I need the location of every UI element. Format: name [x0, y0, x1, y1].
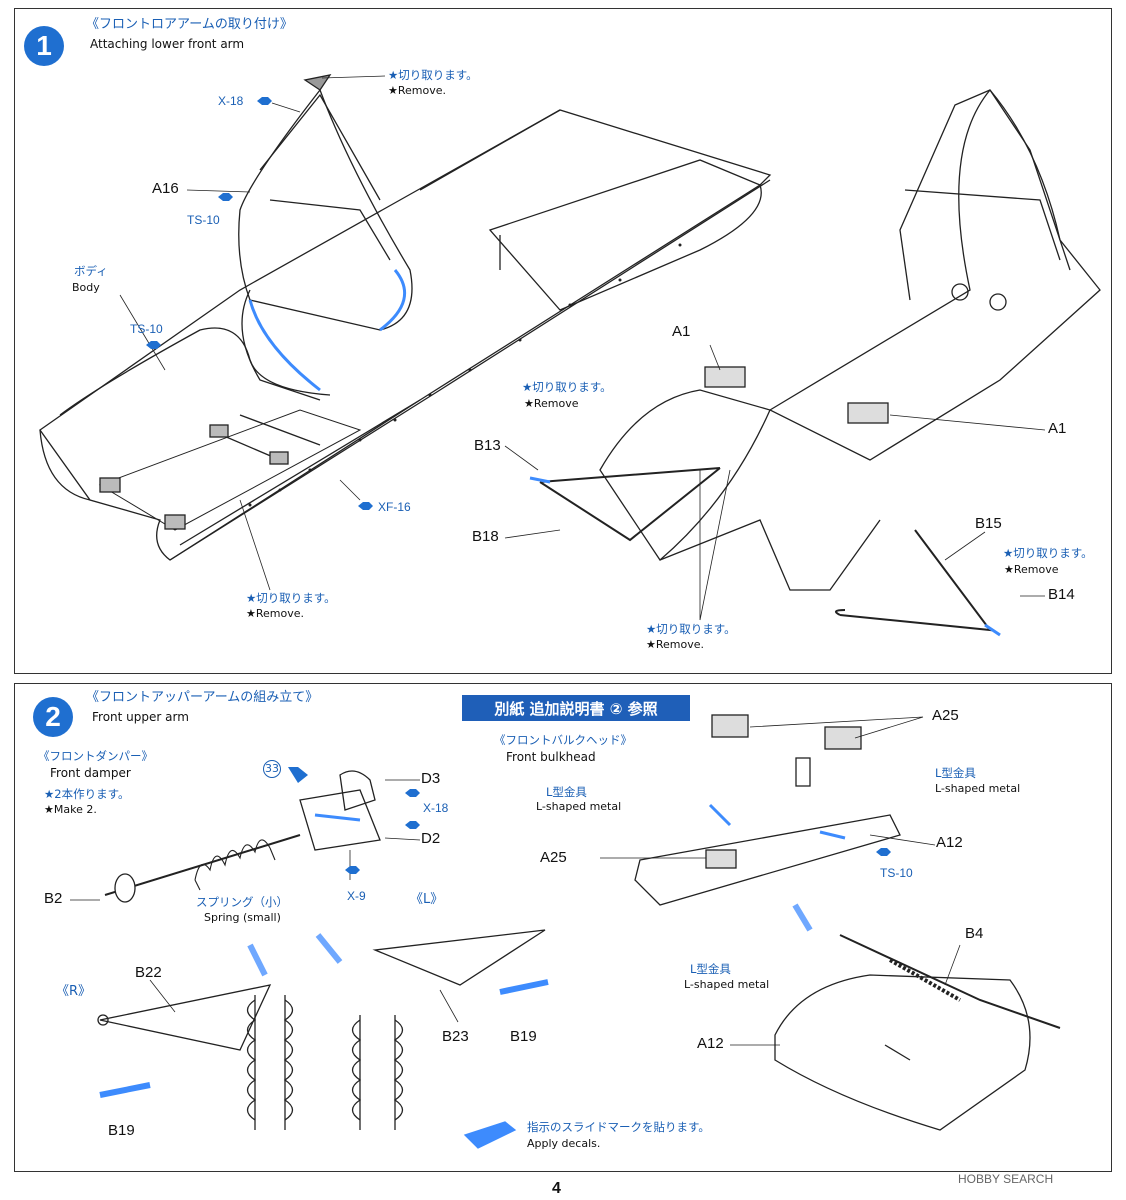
label-b19-l: B19: [510, 1028, 537, 1045]
make2-jp: ★2本作ります。: [44, 787, 130, 801]
label-remove-en-3: ★Remove: [524, 397, 579, 410]
body-right-outline: [768, 88, 1101, 461]
label-remove-en-1: ★Remove.: [388, 84, 446, 97]
label-a25-top: A25: [932, 707, 959, 724]
label-body-en: Body: [72, 281, 100, 294]
step1-title-en: Attaching lower front arm: [90, 37, 245, 51]
label-a25-left: A25: [540, 849, 567, 866]
label-b4: B4: [965, 925, 984, 942]
bulkhead-a16: [238, 88, 413, 331]
step1-title-jp: 《フロントロアアームの取り付け》: [86, 17, 293, 32]
step2-number-badge: 2: [33, 697, 73, 737]
label-ts10-1: TS-10: [187, 213, 220, 227]
step2-title-en: Front upper arm: [92, 710, 189, 724]
label-xf16: XF-16: [378, 500, 411, 514]
paint-marker-x18: [257, 97, 272, 105]
label-x9: X-9: [347, 889, 366, 903]
label-a1-right: A1: [1048, 420, 1067, 437]
spring-en: Spring (small): [204, 911, 281, 924]
step1-panel: [14, 8, 1112, 674]
label-b2: B2: [44, 890, 63, 907]
label-b18: B18: [472, 528, 499, 545]
label-33: 33: [263, 760, 281, 778]
lmetal-en-1: L-shaped metal: [536, 800, 622, 813]
label-a16: A16: [152, 180, 179, 197]
label-left: 《L》: [410, 892, 444, 907]
label-remove-jp-4: ★切り取ります。: [1003, 546, 1093, 560]
label-remove-jp-1: ★切り取ります。: [388, 68, 478, 82]
label-remove-en-2: ★Remove.: [246, 607, 304, 620]
label-a1-top: A1: [672, 323, 691, 340]
label-ts10-3: TS-10: [880, 866, 913, 880]
label-right: 《R》: [56, 984, 92, 999]
label-d2: D2: [421, 830, 441, 847]
page-number: 4: [552, 1180, 561, 1197]
lmetal-en-3: L-shaped metal: [684, 978, 770, 991]
lmetal-jp-2: L型金具: [935, 766, 976, 780]
damper-title-en: Front damper: [50, 766, 131, 780]
label-body-jp: ボディ: [74, 264, 108, 278]
label-b19-r: B19: [108, 1122, 135, 1139]
label-remove-en-4: ★Remove: [1004, 563, 1059, 576]
label-remove-jp-5: ★切り取ります。: [646, 622, 736, 636]
step2-panel: [14, 683, 1112, 1172]
body-tub-outline: [39, 109, 772, 561]
label-a12-bottom: A12: [697, 1035, 724, 1052]
label-b14: B14: [1048, 586, 1075, 603]
label-b22: B22: [135, 964, 162, 981]
decal-instruction-jp: 指示のスライドマークを貼ります。: [527, 1120, 710, 1134]
lmetal-en-2: L-shaped metal: [935, 782, 1021, 795]
label-x18: X-18: [218, 94, 244, 108]
label-ts10-2: TS-10: [130, 322, 163, 336]
label-remove-jp-2: ★切り取ります。: [246, 591, 336, 605]
label-b23: B23: [442, 1028, 469, 1045]
label-b15: B15: [975, 515, 1002, 532]
make2-en: ★Make 2.: [44, 803, 97, 816]
supplement-notice-banner: 別紙 追加説明書 ② 参照: [462, 695, 690, 721]
label-a12-top: A12: [936, 834, 963, 851]
step1-number-badge: 1: [24, 26, 64, 66]
watermark-text: HOBBY SEARCH: [958, 1172, 1054, 1186]
label-remove-jp-3: ★切り取ります。: [522, 380, 612, 394]
bulkhead-title-jp: 《フロントバルクヘッド》: [494, 733, 632, 747]
decal-instruction-en: Apply decals.: [527, 1137, 601, 1150]
bulkhead-title-en: Front bulkhead: [506, 750, 596, 764]
lmetal-jp-1: L型金具: [546, 785, 587, 799]
spring-jp: スプリング（小）: [196, 895, 288, 909]
label-x18-2: X-18: [423, 801, 449, 815]
label-b13: B13: [474, 437, 501, 454]
step2-title-jp: 《フロントアッパーアームの組み立て》: [86, 690, 319, 705]
damper-title-jp: 《フロントダンパー》: [38, 749, 153, 763]
label-d3: D3: [421, 770, 441, 787]
label-remove-en-5: ★Remove.: [646, 638, 704, 651]
lmetal-jp-3: L型金具: [690, 962, 731, 976]
